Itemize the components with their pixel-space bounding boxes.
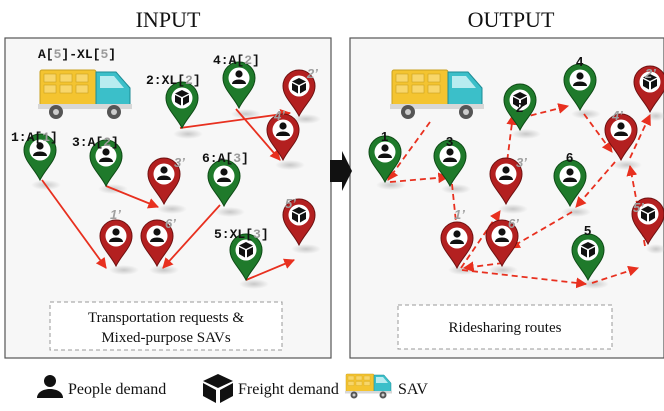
arrow-3	[105, 185, 160, 209]
output-caption: Ridesharing routes	[449, 320, 562, 336]
out-origin-5-label: 5	[584, 223, 591, 238]
request-2-label: 2:XL[2]	[146, 73, 201, 88]
input-title: INPUT	[136, 7, 201, 32]
dest-5-label: 5’	[285, 196, 296, 211]
legend-person-icon	[37, 375, 63, 398]
request-5-label: 5:XL[3]	[214, 227, 269, 242]
arrow-2	[179, 108, 292, 129]
legend-box-icon	[203, 374, 233, 403]
output-title: OUTPUT	[468, 7, 555, 32]
arrow-6	[162, 204, 221, 269]
dest-3-label: 3’	[174, 155, 185, 170]
arrow-1	[41, 179, 107, 269]
input-caption-line2: Mixed-purpose SAVs	[101, 330, 230, 346]
out-origin-1-label: 1	[381, 129, 388, 144]
arrow-4	[235, 108, 281, 161]
out-dest-5-label: 5’	[633, 200, 644, 215]
legend-truck-icon	[344, 373, 393, 399]
request-3-label: 3:A[2]	[72, 135, 119, 150]
legend-freight-label: Freight demand	[238, 381, 339, 398]
out-origin-6-label: 6	[566, 150, 573, 165]
out-dest-1-label: 1’	[454, 207, 465, 222]
dest-1-label: 1’	[110, 207, 121, 222]
dest-4-label: 4’	[273, 108, 285, 123]
out-origin-4-label: 4	[576, 54, 584, 69]
request-6-label: 6:A[3]	[202, 151, 249, 166]
legend: People demand Freight demand SAV	[37, 373, 428, 403]
arrow-5	[245, 258, 295, 281]
out-dest-4-label: 4’	[611, 108, 623, 123]
out-origin-2-label: 2	[516, 100, 523, 115]
input-caption-box	[49, 301, 283, 351]
request-arrows	[41, 108, 295, 281]
transform-arrow-icon	[330, 151, 352, 191]
dest-6-label: 6’	[165, 216, 176, 231]
input-caption-line1: Transportation requests &	[88, 310, 244, 326]
request-1-label: 1:A[1]	[11, 130, 58, 145]
out-dest-6-label: 6’	[508, 216, 519, 231]
request-4-label: 4:A[2]	[213, 53, 260, 68]
legend-sav-label: SAV	[398, 381, 428, 398]
output-caption-box	[397, 304, 613, 350]
out-dest-3-label: 3’	[516, 155, 527, 170]
out-origin-3-label: 3	[446, 134, 453, 149]
legend-people-label: People demand	[68, 381, 166, 398]
dest-2-label: 2’	[306, 66, 318, 81]
out-dest-2-label: 2’	[644, 66, 656, 81]
sav-capacity-label: A[5]-XL[5]	[38, 47, 116, 62]
pin-shadows-out	[376, 109, 664, 289]
